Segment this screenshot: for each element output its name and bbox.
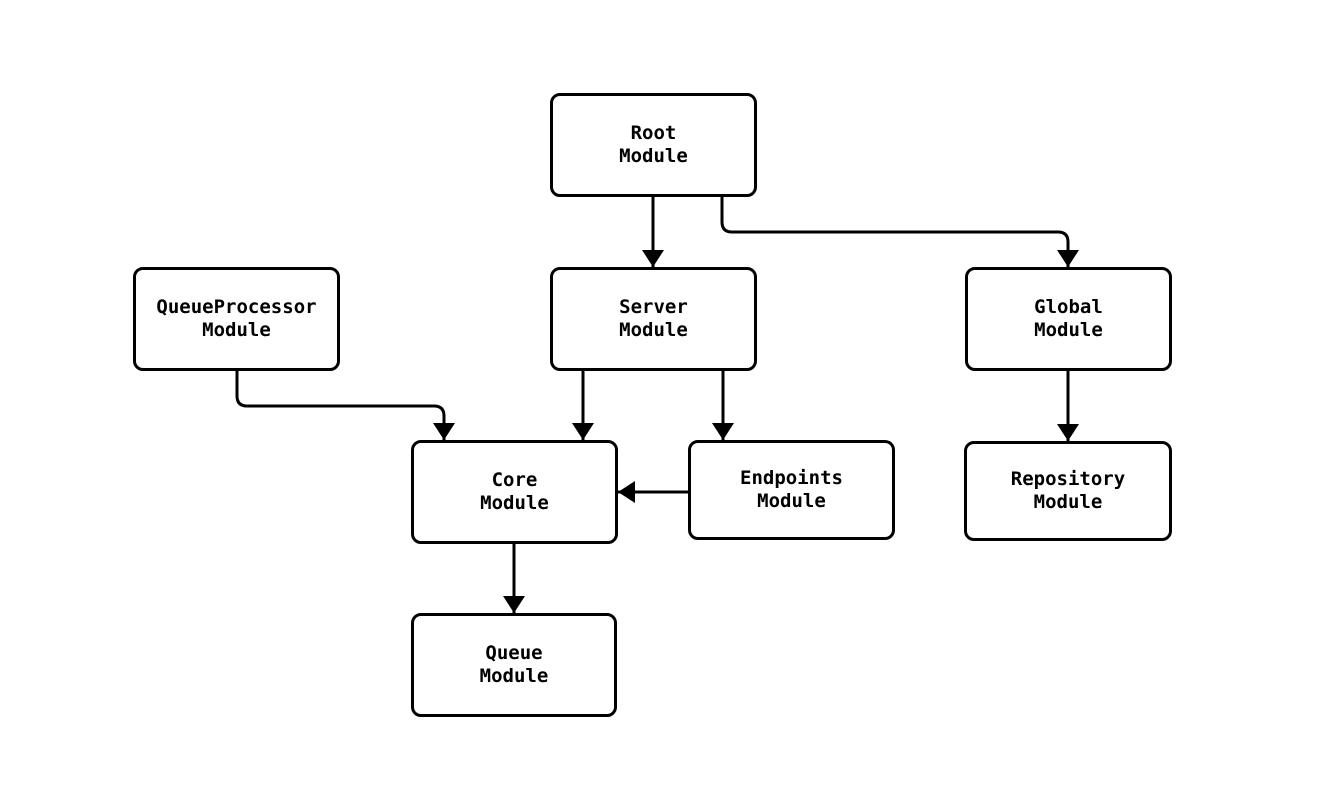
arrowhead-global-module-to-repository-module (1057, 424, 1079, 441)
arrowhead-core-module-to-queue-module (503, 596, 525, 613)
edge-root-module-to-global-module (720, 197, 1070, 267)
node-root-module: Root Module (550, 93, 757, 197)
arrowhead-root-module-to-global-module (1057, 250, 1079, 267)
node-global-module: Global Module (965, 267, 1172, 371)
node-server-module: Server Module (550, 267, 757, 371)
node-core-module: Core Module (411, 440, 618, 544)
node-label: Root Module (619, 122, 688, 167)
arrowhead-root-module-to-server-module (642, 250, 664, 267)
node-label: Server Module (619, 296, 688, 341)
arrowhead-endpoints-module-to-core-module (618, 481, 635, 503)
node-repository-module: Repository Module (964, 441, 1172, 541)
node-label: Queue Module (479, 642, 549, 687)
node-label: Endpoints Module (740, 467, 843, 512)
edge-queueprocessor-module-to-core-module (235, 371, 446, 440)
node-label: Global Module (1034, 296, 1103, 341)
arrowhead-server-module-to-core-module (572, 423, 594, 440)
node-queueprocessor-module: QueueProcessor Module (133, 267, 340, 371)
node-queue-module: Queue Module (411, 613, 617, 717)
node-endpoints-module: Endpoints Module (688, 440, 895, 540)
arrowhead-queueprocessor-module-to-core-module (433, 423, 455, 440)
node-label: Core Module (480, 469, 549, 514)
node-label: Repository Module (1010, 468, 1126, 513)
arrowhead-server-module-to-endpoints-module (712, 423, 734, 440)
node-label: QueueProcessor Module (156, 296, 317, 341)
